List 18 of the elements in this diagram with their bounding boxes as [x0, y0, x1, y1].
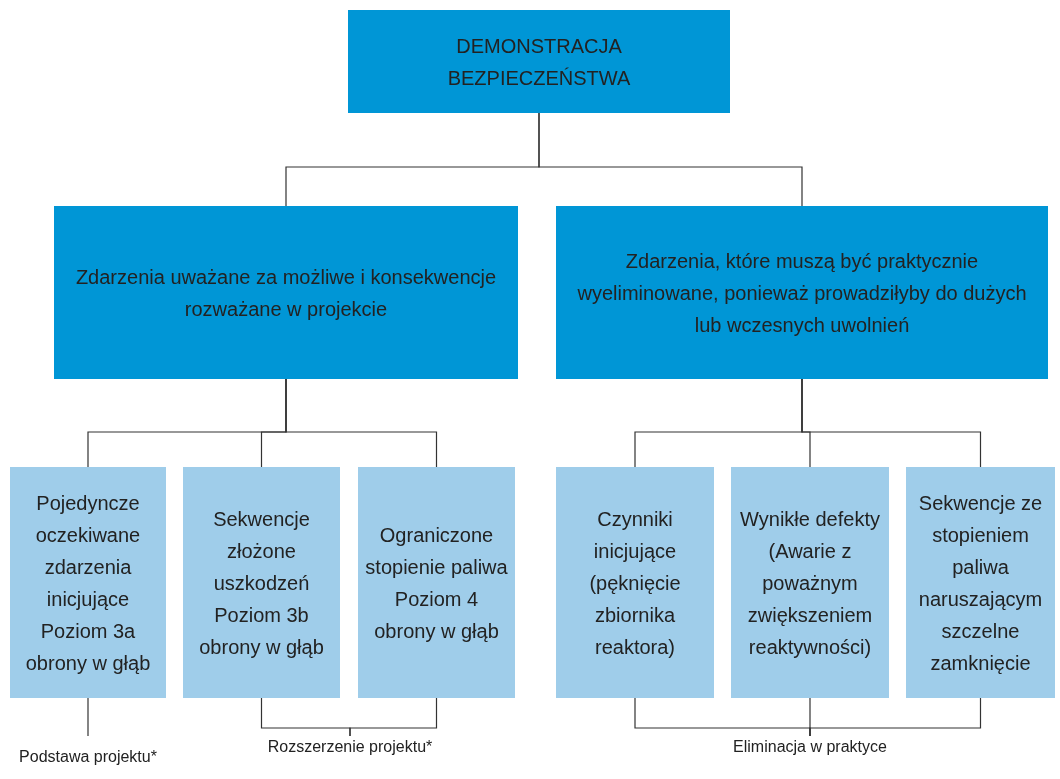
process-box: Wynikłe defekty (Awarie z poważnym zwiększeniem reaktywności)	[731, 467, 889, 698]
connector-line	[87, 697, 89, 737]
process-box: Zdarzenia uważane za możliwe i konsekwencje rozważane w projekcie	[54, 206, 518, 379]
process-box: Czynniki inicjujące (pęknięcie zbiornika reaktora)	[556, 467, 714, 698]
group-label: Eliminacja w praktyce	[690, 736, 930, 758]
group-label: Rozszerzenie projektu*	[220, 736, 480, 758]
process-box: DEMONSTRACJA BEZPIECZEŃSTWA	[348, 10, 730, 113]
connector-line	[809, 697, 982, 737]
connector-line	[538, 112, 803, 207]
process-box: Sekwencje złożone uszkodzeń Poziom 3b obrony w głąb	[183, 467, 340, 698]
connector-line	[285, 378, 438, 468]
process-box: Pojedyncze oczekiwane zdarzenia inicjujące Poziom 3a obrony w głąb	[10, 467, 166, 698]
process-box: Ograniczone stopienie paliwa Poziom 4 obrony w głąb	[358, 467, 515, 698]
connector-line	[349, 697, 438, 737]
process-box: Zdarzenia, które muszą być praktycznie wyeliminowane, ponieważ prowadziłyby do dużych lub wczesnych uwolnień	[556, 206, 1048, 379]
connector-line	[801, 378, 982, 468]
process-box: Sekwencje ze stopieniem paliwa naruszającym szczelne zamknięcie	[906, 467, 1055, 698]
group-label: Podstawa projektu*	[18, 736, 158, 778]
